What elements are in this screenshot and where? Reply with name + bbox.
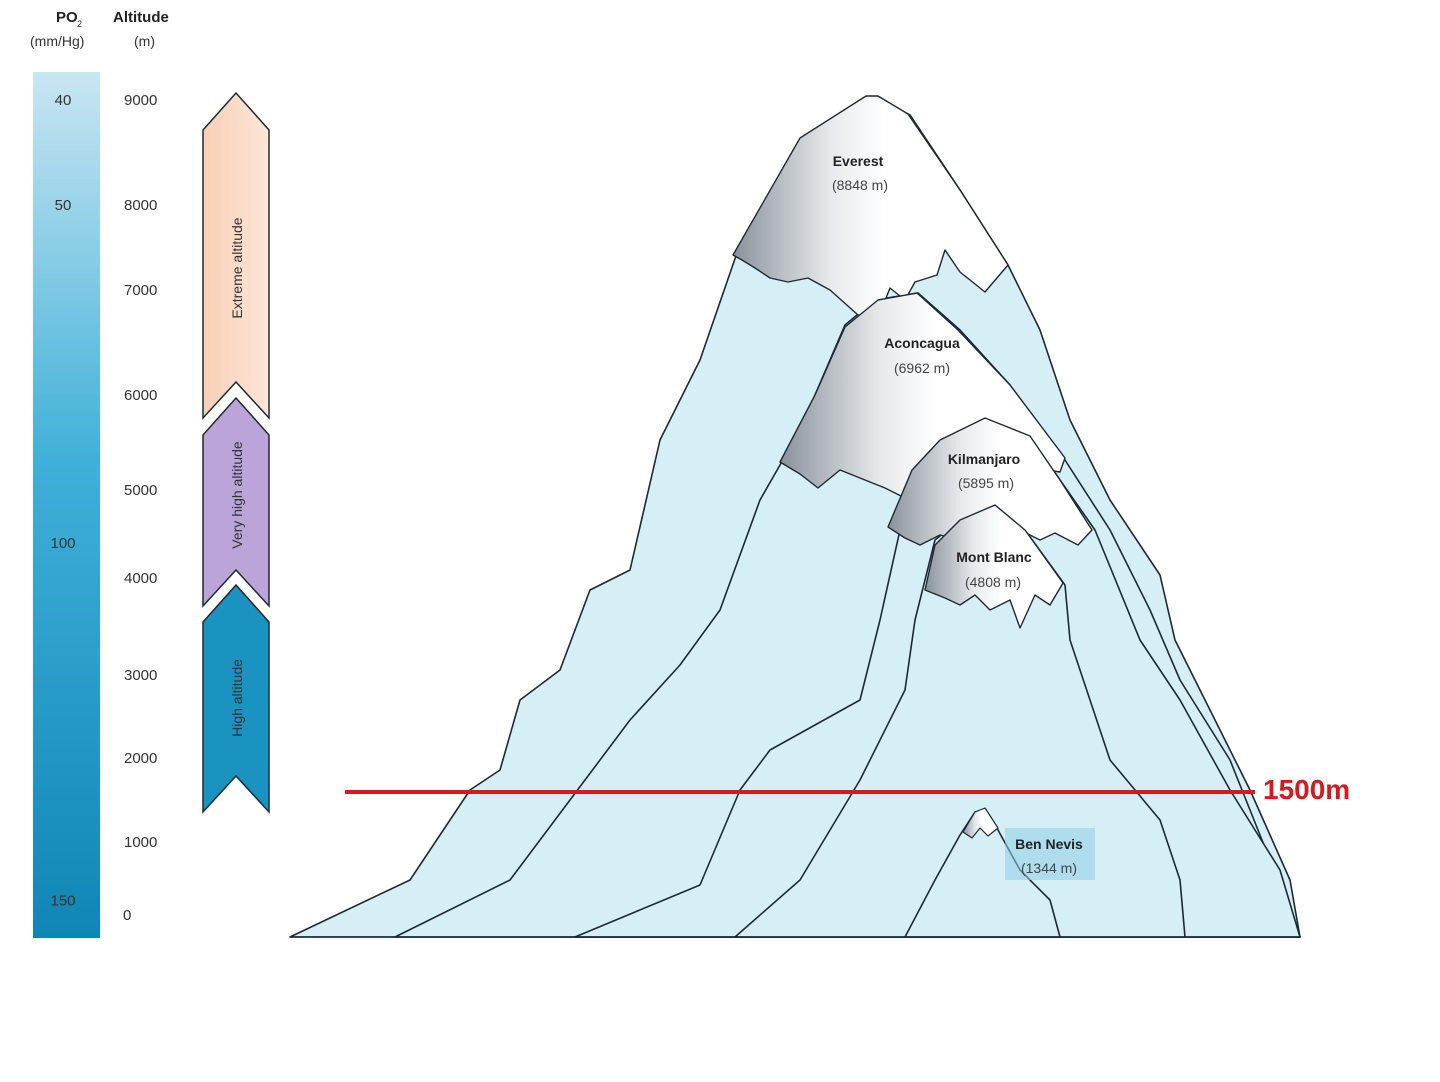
po2-tick-label: 40	[55, 92, 72, 109]
peak-name-mont-blanc: Mont Blanc	[956, 549, 1032, 565]
peak-height-ben-nevis: (1344 m)	[1021, 860, 1077, 876]
altitude-tick-label: 6000	[124, 387, 157, 404]
altitude-unit: (m)	[134, 33, 155, 49]
peak-height-aconcagua: (6962 m)	[894, 360, 950, 376]
altitude-tick-label: 1000	[124, 834, 157, 851]
altitude-tick-label: 0	[123, 907, 131, 924]
po2-subscript: 2	[77, 19, 82, 29]
peak-height-kilimanjaro: (5895 m)	[958, 475, 1014, 491]
zone-high-altitude	[202, 583, 270, 814]
altitude-zones: Extreme altitude Very high altitude High…	[202, 91, 270, 814]
peak-name-ben-nevis: Ben Nevis	[1015, 836, 1083, 852]
snow-caps	[732, 95, 1093, 839]
zone-label-extreme: Extreme altitude	[229, 217, 245, 318]
snow-cap-everest	[732, 95, 1009, 319]
po2-tick-label: 150	[50, 892, 75, 909]
altitude-tick-label: 3000	[124, 667, 157, 684]
zone-very-high-altitude	[202, 396, 270, 608]
marker-label-1500m: 1500m	[1263, 774, 1350, 805]
po2-tick-label: 100	[50, 535, 75, 552]
peak-labels: Everest (8848 m) Aconcagua (6962 m) Kilm…	[832, 153, 1095, 880]
altitude-scale: 9000 8000 7000 6000 5000 4000 3000 2000 1000 0	[123, 92, 157, 924]
altitude-tick-label: 5000	[124, 482, 157, 499]
peak-name-everest: Everest	[833, 153, 884, 169]
po2-gradient-bar	[33, 72, 100, 938]
po2-title: PO	[56, 9, 78, 26]
peak-height-everest: (8848 m)	[832, 177, 888, 193]
altitude-tick-label: 7000	[124, 282, 157, 299]
snow-cap-ben-nevis	[962, 807, 999, 839]
peak-name-aconcagua: Aconcagua	[884, 335, 960, 351]
peak-name-kilimanjaro: Kilmanjaro	[948, 451, 1020, 467]
peak-height-mont-blanc: (4808 m)	[965, 574, 1021, 590]
po2-tick-label: 50	[55, 197, 72, 214]
zone-extreme-altitude	[202, 91, 270, 420]
altitude-tick-label: 9000	[124, 92, 157, 109]
po2-unit: (mm/Hg)	[30, 33, 84, 49]
altitude-title: Altitude	[113, 9, 169, 26]
po2-scale: 40 50 100 150	[50, 92, 75, 909]
zone-label-high: High altitude	[229, 659, 245, 737]
zone-label-very-high: Very high altitude	[229, 441, 245, 549]
altitude-tick-label: 4000	[124, 570, 157, 587]
snow-cap-kilimanjaro	[887, 417, 1093, 546]
snow-cap-mont-blanc	[924, 504, 1064, 629]
altitude-tick-label: 2000	[124, 750, 157, 767]
ben-nevis-label-bg	[1005, 828, 1095, 880]
altitude-tick-label: 8000	[124, 197, 157, 214]
